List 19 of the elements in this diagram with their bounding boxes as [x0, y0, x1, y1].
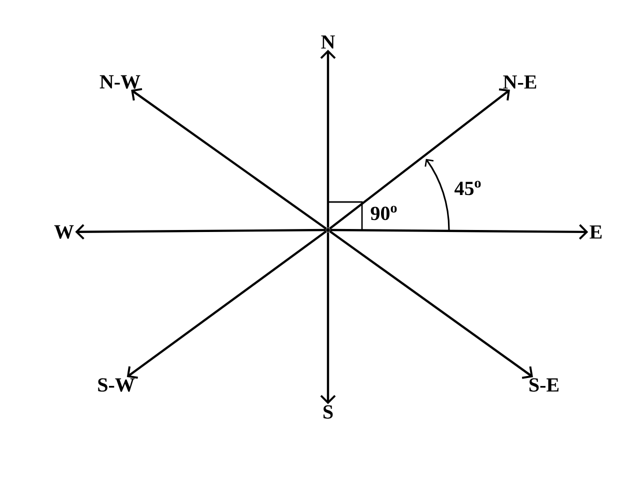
arrow	[131, 88, 327, 230]
center-point	[326, 228, 330, 232]
arrow	[75, 224, 326, 240]
arrow	[330, 224, 588, 240]
direction-label: S-W	[98, 378, 135, 392]
arrow	[320, 50, 336, 228]
direction-label: N-E	[503, 75, 536, 89]
direction-label: N	[321, 35, 335, 49]
arrow	[320, 232, 336, 404]
direction-label: S-E	[530, 378, 559, 392]
arrow	[126, 230, 327, 379]
direction-label: S	[324, 405, 333, 419]
arrow	[329, 88, 510, 230]
direction-label: E	[590, 225, 602, 239]
arrow	[329, 230, 533, 379]
angle-label: 45$^{o}$	[454, 180, 481, 196]
direction-label: N-W	[100, 75, 140, 89]
angle-label: 90$^{o}$	[370, 206, 397, 220]
direction-label: W	[54, 225, 74, 239]
